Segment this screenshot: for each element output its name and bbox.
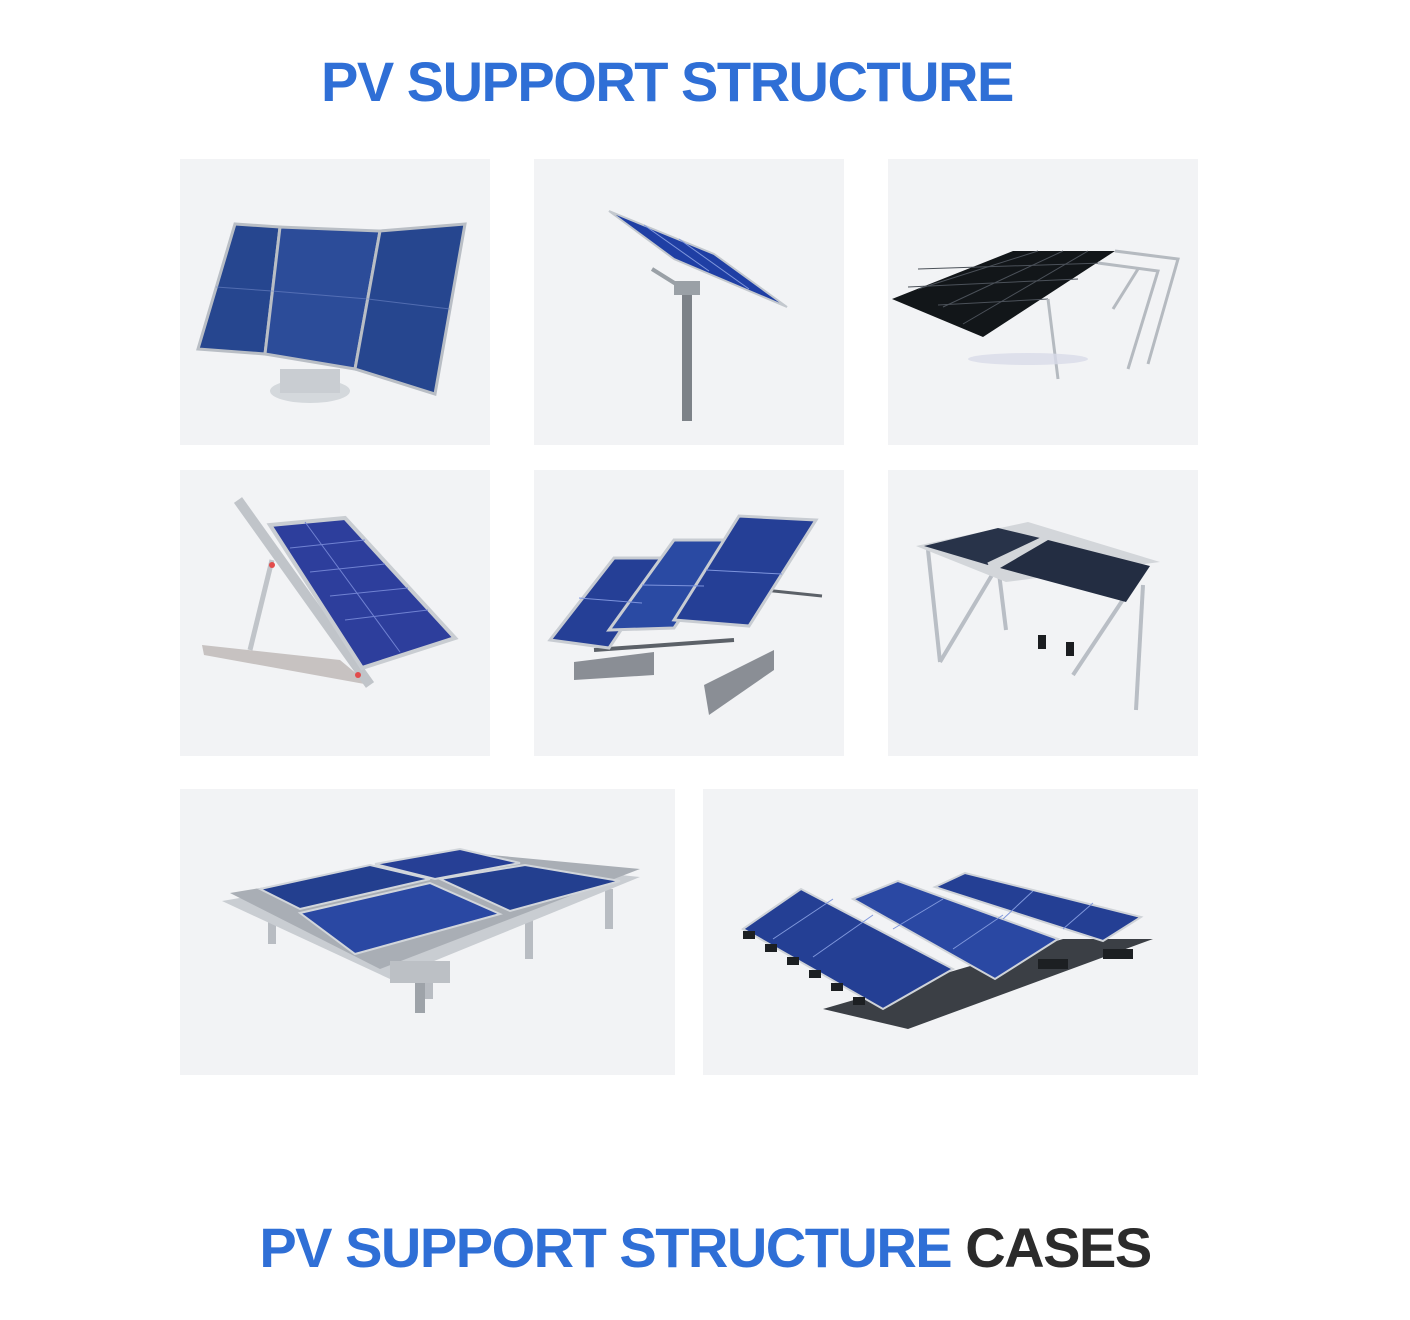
image-single-pole-mount	[534, 159, 844, 445]
image-adjustable-tilt-bracket	[180, 470, 490, 756]
image-ground-rack-mount	[888, 159, 1198, 445]
image-ballast-flat-roof-mount	[534, 470, 844, 756]
image-three-panel-rotating-mount	[180, 159, 490, 445]
image-floating-ballast-array	[703, 789, 1198, 1075]
cases-heading-blue: PV SUPPORT STRUCTURE	[259, 1216, 952, 1279]
image-carport-frame-mount	[180, 789, 675, 1075]
cases-heading: PV SUPPORT STRUCTURE CASES	[0, 1218, 1410, 1278]
page-title: PV SUPPORT STRUCTURE	[321, 50, 1014, 113]
image-folding-table-mount	[888, 470, 1198, 756]
cases-heading-dark: CASES	[965, 1216, 1152, 1279]
